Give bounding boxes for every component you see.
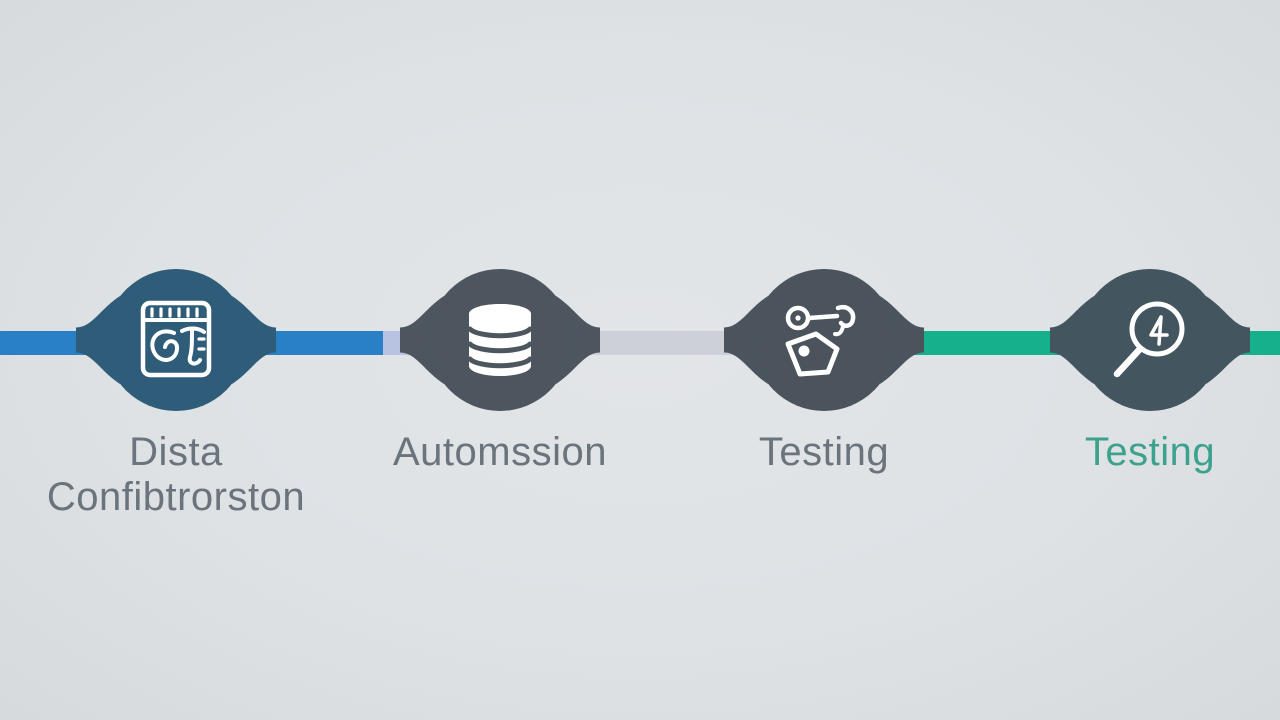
step-label-line: Confibtrorston: [46, 474, 306, 519]
node-blob-shape: [1050, 269, 1250, 411]
step-label-testing: Testing: [644, 430, 1004, 475]
step-label-data-configuration: Dista Confibtrorston: [0, 430, 356, 520]
calendar-config-icon: [140, 300, 212, 378]
step-label-line: Automssion: [393, 430, 607, 474]
step-node-testing-2: [1050, 269, 1250, 411]
step-label-testing-2: Testing: [970, 430, 1280, 475]
step-label-line: Dista: [129, 430, 223, 474]
magnifier-icon: [1113, 301, 1185, 378]
connector-step1-to-step2: [260, 331, 390, 355]
step-label-line: Testing: [1084, 430, 1216, 474]
node-blob-shape: [76, 269, 276, 411]
step-label-automation: Automssion: [320, 430, 680, 475]
step-node-testing: [724, 269, 924, 411]
step-node-automation: [400, 269, 600, 411]
step-node-data-configuration: [76, 269, 276, 411]
workflow-nodes-icon: [785, 305, 856, 377]
database-icon: [467, 304, 533, 376]
step-label-line: Testing: [758, 430, 890, 474]
